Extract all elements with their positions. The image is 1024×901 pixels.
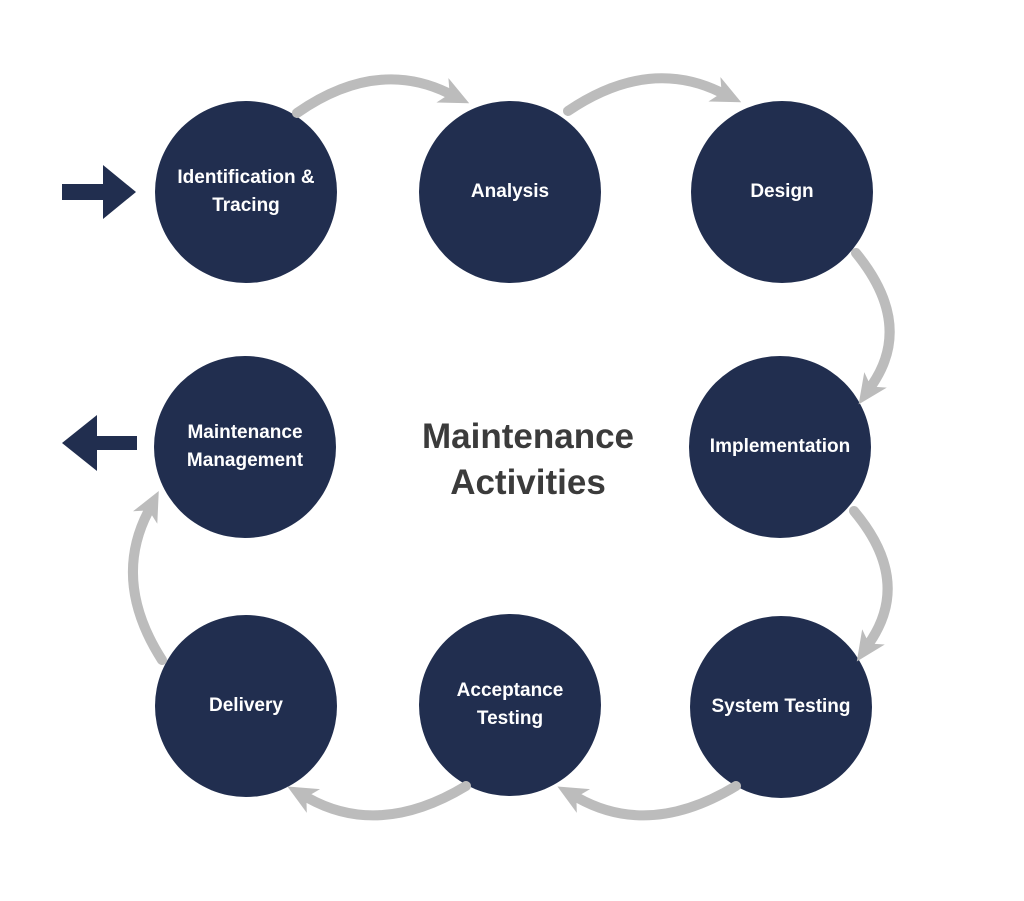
arrow-system-testing-to-acceptance-testing bbox=[557, 781, 741, 821]
node-system-testing-label: System Testing bbox=[711, 696, 851, 718]
node-delivery: Delivery bbox=[155, 615, 337, 797]
exit-arrow-icon bbox=[62, 415, 137, 471]
node-delivery-label: Delivery bbox=[209, 695, 283, 717]
node-design-label: Design bbox=[750, 181, 814, 203]
node-analysis-label: Analysis bbox=[470, 181, 550, 203]
arrow-implementation-to-system-testing bbox=[849, 506, 893, 662]
entry-arrow-icon bbox=[62, 165, 136, 219]
node-maintenance-management-label: Maintenance Management bbox=[186, 422, 304, 471]
node-acceptance-testing-label: Acceptance Testing bbox=[456, 680, 564, 729]
node-system-testing: System Testing bbox=[690, 616, 872, 798]
arrow-identification-to-analysis bbox=[292, 74, 470, 118]
arrow-acceptance-testing-to-delivery bbox=[287, 781, 471, 821]
arrow-design-to-implementation bbox=[851, 248, 895, 405]
node-maintenance-management: Maintenance Management bbox=[154, 356, 336, 538]
arrow-analysis-to-design bbox=[563, 73, 742, 116]
node-implementation: Implementation bbox=[689, 356, 871, 538]
node-acceptance-testing: Acceptance Testing bbox=[419, 614, 601, 796]
diagram-title: Maintenance Activities bbox=[422, 417, 634, 503]
node-implementation-label: Implementation bbox=[709, 436, 851, 458]
node-identification-tracing: Identification & Tracing bbox=[155, 101, 337, 283]
node-design: Design bbox=[691, 101, 873, 283]
node-analysis: Analysis bbox=[419, 101, 601, 283]
node-identification-tracing-label: Identification & Tracing bbox=[177, 167, 315, 216]
arrow-delivery-to-maintenance-management bbox=[128, 491, 167, 665]
